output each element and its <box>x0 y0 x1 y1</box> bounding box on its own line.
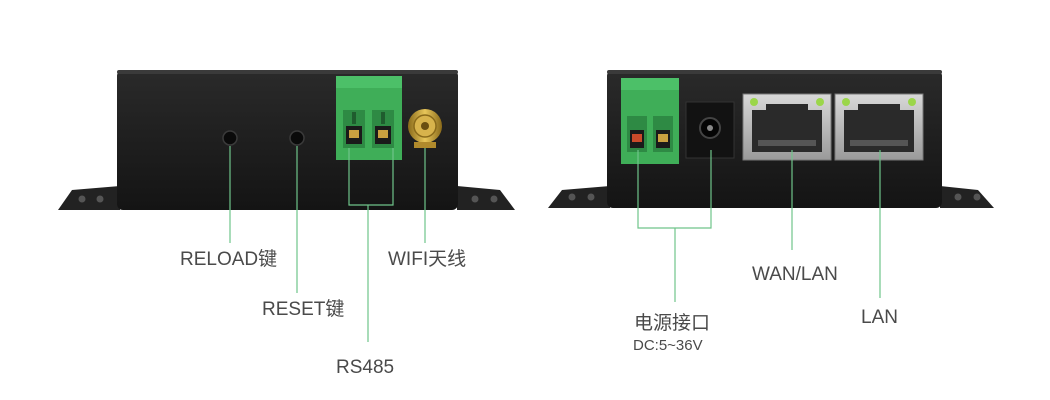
reset-key-label: RESET键 <box>262 299 345 320</box>
rs485-label: RS485 <box>336 357 395 378</box>
right-mounting-ear <box>940 186 994 208</box>
mount-hole <box>471 195 479 203</box>
dc-barrel-jack[interactable] <box>685 101 735 159</box>
lan-label: LAN <box>861 307 898 328</box>
right-callout-lines <box>637 150 881 302</box>
wifi-antenna-connector[interactable] <box>408 109 442 148</box>
power-terminal[interactable] <box>621 78 679 164</box>
wan-lan-label: WAN/LAN <box>752 264 838 285</box>
mount-hole <box>96 195 104 203</box>
left-device-body <box>117 70 458 210</box>
right-device <box>548 70 994 302</box>
mount-hole <box>973 193 981 201</box>
lan-status-led <box>842 98 850 106</box>
reload-button[interactable] <box>222 130 238 146</box>
power-voltage-spec: DC:5~36V <box>633 337 703 354</box>
power-interface-label: 电源接口 <box>634 313 711 334</box>
mount-hole <box>568 193 576 201</box>
mount-hole <box>490 195 498 203</box>
rs485-terminal[interactable] <box>336 76 402 160</box>
lan-port[interactable] <box>834 93 924 161</box>
left-callout-lines <box>229 146 426 342</box>
reload-key-label: RELOAD键 <box>180 249 278 270</box>
wan-status-led <box>750 98 758 106</box>
left-device <box>58 70 515 342</box>
mount-hole <box>954 193 962 201</box>
mount-hole <box>587 193 595 201</box>
reset-button[interactable] <box>289 130 305 146</box>
mount-hole <box>78 195 86 203</box>
wan-activity-led <box>816 98 824 106</box>
left-mounting-ear <box>548 186 610 208</box>
left-mounting-ear <box>58 186 120 210</box>
wan-lan-port[interactable] <box>742 93 832 161</box>
wifi-antenna-label: WIFI天线 <box>388 249 467 270</box>
right-mounting-ear <box>457 186 515 210</box>
lan-activity-led <box>908 98 916 106</box>
